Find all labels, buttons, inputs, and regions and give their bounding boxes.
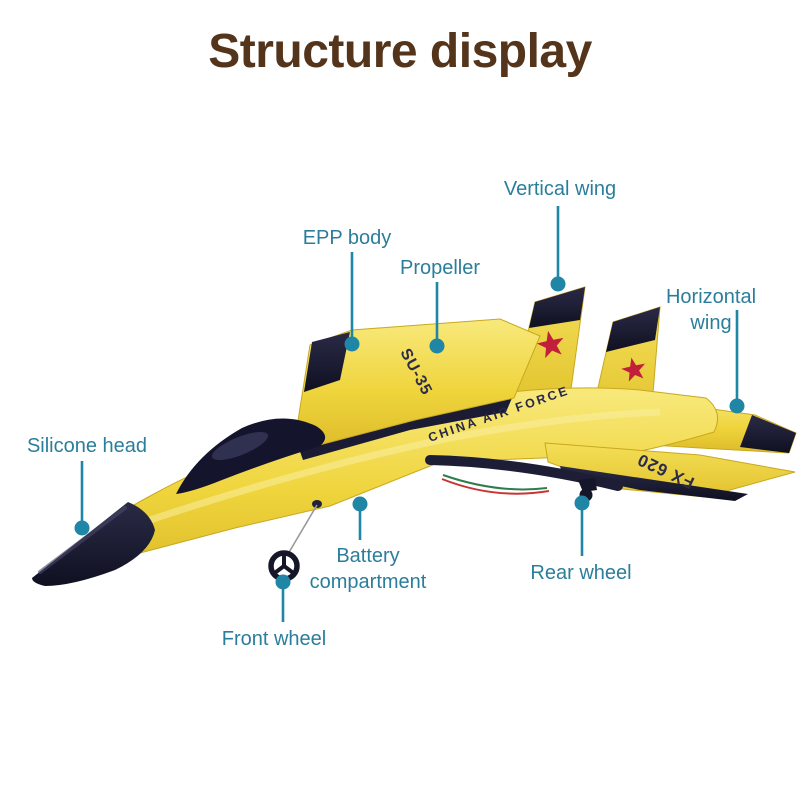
leader-dot-horizontal-wing [729, 398, 745, 414]
label-front-wheel: Front wheel [221, 628, 327, 650]
leader-dot-battery [352, 496, 368, 512]
wheel-strut [287, 500, 322, 555]
leader-dot-propeller [429, 338, 445, 354]
label-epp-body: EPP body [302, 227, 392, 249]
label-vertical-wing: Vertical wing [503, 178, 617, 200]
nose-cone [32, 502, 155, 586]
label-propeller: Propeller [399, 257, 481, 279]
page-title: Structure display [208, 25, 592, 78]
label-battery-compartment: Battery compartment [309, 545, 427, 593]
cockpit-canopy [176, 418, 326, 494]
label-silicone-head: Silicone head [26, 435, 148, 457]
vertical-fin-near [511, 286, 586, 405]
label-horizontal-wing: Horizontal wing [665, 286, 757, 334]
label-rear-wheel: Rear wheel [530, 562, 632, 584]
red-star-near [536, 330, 564, 359]
leader-dot-vertical-wing [550, 276, 566, 292]
leader-dot-front-wheel [275, 574, 291, 590]
leader-dot-silicone-head [74, 520, 90, 536]
leader-dot-epp-body [344, 336, 360, 352]
red-star-far [621, 357, 646, 382]
leader-dot-rear-wheel [574, 495, 590, 511]
wires [441, 474, 550, 495]
wing-root-shadow [298, 398, 512, 460]
main-wing: SU-35 [292, 318, 541, 453]
leader-dots [74, 276, 745, 590]
